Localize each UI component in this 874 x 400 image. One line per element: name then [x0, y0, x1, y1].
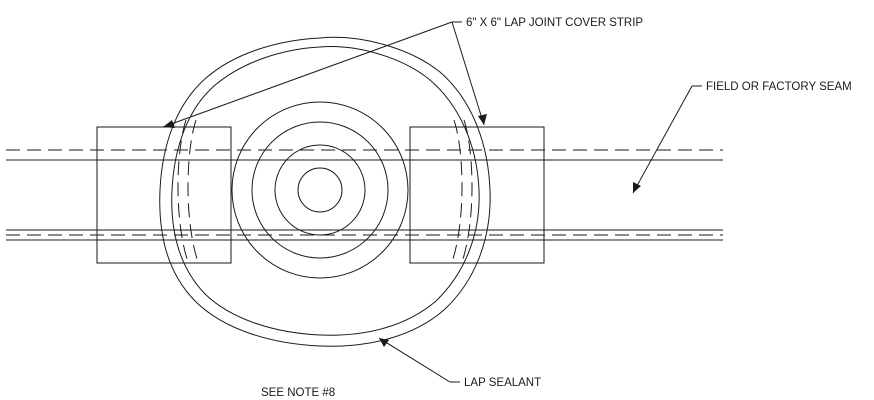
pipe-penetration-circles	[231, 101, 409, 279]
note-label: SEE NOTE #8	[261, 387, 335, 399]
right-cover-strip	[409, 126, 545, 264]
sealant-label: LAP SEALANT	[464, 377, 541, 389]
lap-sealant-outline	[159, 36, 491, 347]
seam-leader	[632, 85, 702, 194]
cover-strip-label: 6" X 6" LAP JOINT COVER STRIP	[466, 17, 643, 29]
cover-strip-leader	[162, 21, 487, 128]
hidden-sealant-arcs	[177, 119, 473, 263]
seam-label: FIELD OR FACTORY SEAM	[706, 81, 852, 93]
seam-dashed-lines	[6, 149, 723, 236]
seam-lines	[6, 159, 723, 241]
sealant-leader	[378, 337, 460, 383]
